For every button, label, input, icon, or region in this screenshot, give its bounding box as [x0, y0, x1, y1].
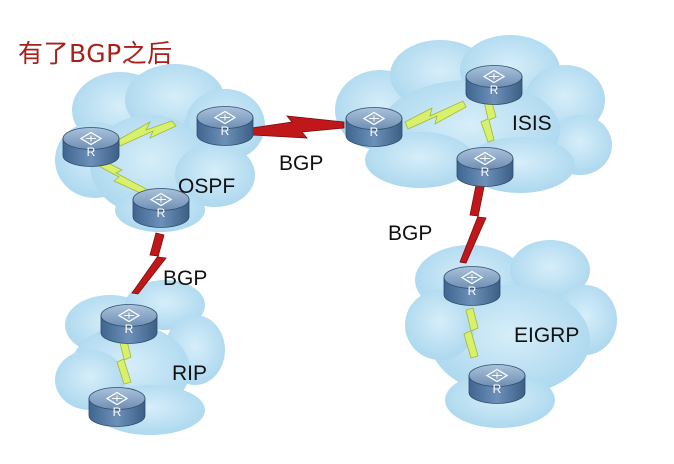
router-ospf-right: R: [196, 106, 254, 146]
igp-link-ospf-1: [117, 120, 177, 147]
igp-links: [94, 98, 497, 385]
igp-link-eigrp: [463, 307, 479, 359]
isis-label: ISIS: [512, 112, 552, 135]
router-label: R: [87, 145, 96, 159]
diagram-title: 有了BGP之后: [18, 39, 173, 68]
router-label: R: [468, 284, 477, 298]
ospf-label: OSPF: [178, 175, 235, 198]
bgp-left-label: BGP: [163, 267, 207, 290]
router-ospf-left: R: [62, 127, 120, 167]
router-label: R: [370, 125, 379, 139]
router-isis-left: R: [345, 107, 403, 147]
eigrp-label: EIGRP: [514, 324, 579, 347]
router-rip-bottom: R: [88, 387, 146, 427]
router-isis-bottom: R: [456, 147, 514, 187]
bgp-center-label: BGP: [279, 152, 323, 175]
igp-link-rip: [116, 336, 132, 385]
router-eigrp-bottom: R: [468, 364, 526, 404]
bgp-link-left: [131, 232, 167, 295]
bgp-right-label: BGP: [388, 222, 432, 245]
router-isis-top: R: [465, 65, 523, 105]
router-rip-top: R: [100, 304, 158, 344]
router-label: R: [125, 322, 134, 336]
router-label: R: [481, 165, 490, 179]
igp-link-isis-2: [480, 98, 497, 143]
bgp-link-center: [251, 115, 345, 139]
igp-link-isis-1: [404, 100, 467, 130]
router-label: R: [113, 405, 122, 419]
router-label: R: [157, 206, 166, 220]
bgp-link-right: [459, 179, 487, 264]
router-ospf-bottom: R: [132, 188, 190, 228]
router-eigrp-top: R: [443, 266, 501, 306]
router-label: R: [493, 382, 502, 396]
bgp-links: [131, 115, 487, 295]
rip-label: RIP: [172, 362, 207, 385]
router-label: R: [221, 124, 230, 138]
routers: R R R R R R R R R R: [62, 65, 526, 427]
router-label: R: [490, 83, 499, 97]
